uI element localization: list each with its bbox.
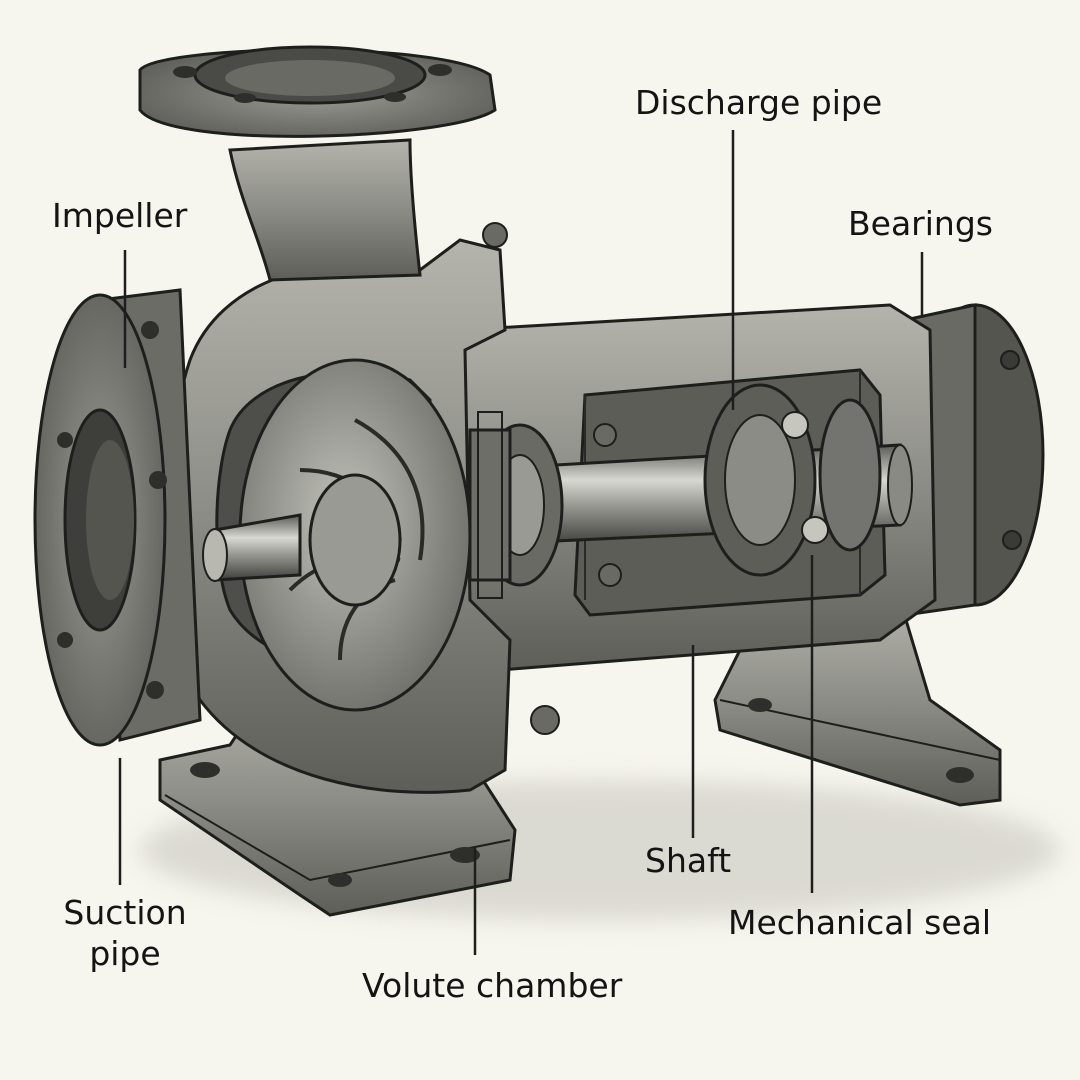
label-volute-chamber: Volute chamber: [362, 966, 623, 1005]
leader-lines: [118, 130, 924, 955]
impeller: [202, 358, 472, 712]
suction-pipe: [33, 288, 202, 747]
label-suction-pipe-line2: pipe: [89, 934, 161, 974]
label-suction-pipe: Suction pipe: [55, 892, 195, 975]
discharge-pipe: [138, 45, 497, 282]
label-mechanical-seal: Mechanical seal: [728, 903, 992, 942]
label-suction-pipe-line1: Suction: [63, 893, 187, 932]
bearing-rear: [703, 383, 882, 577]
label-impeller: Impeller: [52, 196, 188, 235]
label-shaft: Shaft: [645, 841, 732, 880]
mechanical-seal-assembly: [468, 411, 512, 599]
label-bearings: Bearings: [848, 204, 993, 243]
label-discharge-pipe: Discharge pipe: [635, 83, 883, 122]
